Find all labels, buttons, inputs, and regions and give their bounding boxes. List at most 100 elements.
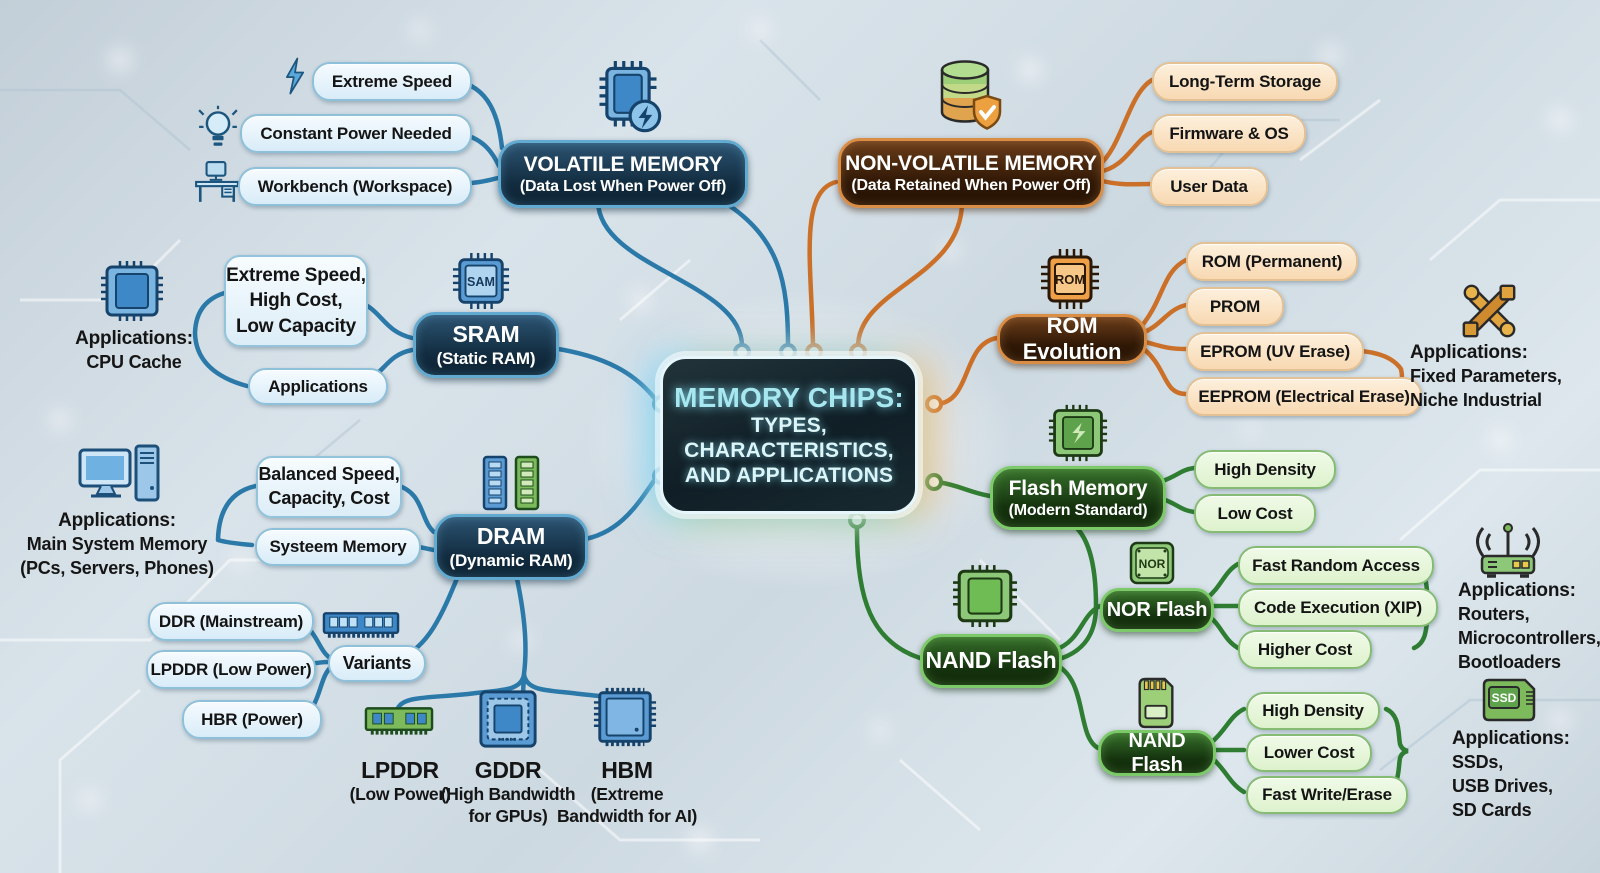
nand-chip-icon: [952, 564, 1018, 633]
flash-chip-icon: [1048, 402, 1108, 469]
lpddr-type-name: LPDDR: [361, 757, 439, 783]
volatile-memory-node: VOLATILE MEMORY (Data Lost When Power Of…: [498, 140, 748, 208]
sam-chip-icon: SAM: [452, 252, 510, 315]
hbm-type-name: HBM: [601, 757, 653, 783]
pill-sram-applications: Applications: [248, 368, 388, 405]
nand-flash-node: NAND Flash: [1098, 730, 1216, 776]
gddr-desc-line1: (High Bandwidth: [440, 784, 576, 804]
nonvolatile-subtitle: (Data Retained When Power Off): [851, 177, 1091, 194]
ram-module-green-icon: [364, 704, 434, 745]
sram-characteristics-box: Extreme Speed, High Cost, Low Capacity: [224, 255, 368, 347]
nand-applications-line3: SD Cards: [1452, 799, 1532, 820]
pill-workbench: Workbench (Workspace): [238, 167, 472, 206]
pill-high-density: High Density: [1194, 450, 1336, 489]
hbm-desc-line1: (Extreme: [590, 784, 664, 804]
hbm-type-desc: (Extreme Bandwidth for AI): [542, 783, 712, 828]
pill-firmware-os: Firmware & OS: [1152, 114, 1306, 153]
nor-applications-line2: Microcontrollers,: [1458, 627, 1600, 648]
sam-chip-label: SAM: [467, 275, 495, 289]
nand-applications-line1: SSDs,: [1452, 752, 1504, 773]
hbm-desc-line2: Bandwidth for AI): [556, 806, 698, 827]
sram-char-3: Low Capacity: [235, 315, 357, 337]
pill-fast-write-erase: Fast Write/Erase: [1246, 776, 1408, 814]
ssd-card-label: SSD: [1492, 691, 1517, 705]
nand-applications-line2: USB Drives,: [1452, 775, 1553, 796]
sram-applications-title: Applications:: [75, 328, 193, 349]
pill-lpddr: LPDDR (Low Power): [146, 650, 316, 689]
sram-char-1: Extreme Speed,: [226, 265, 366, 287]
center-title-line4: AND APPLICATIONS: [684, 463, 894, 487]
sd-card-icon: [1132, 674, 1180, 735]
database-shield-icon: [930, 56, 1004, 139]
dram-title: DRAM: [476, 523, 546, 549]
pill-nand-high-density: High Density: [1246, 692, 1380, 730]
sram-applications-text: Applications: CPU Cache: [50, 326, 218, 375]
desk-icon: [194, 160, 240, 211]
dram-applications-line1: Main System Memory: [26, 534, 208, 555]
nor-applications-line3: Bootloaders: [1458, 651, 1561, 672]
gddr-chip-icon: [477, 688, 539, 755]
nonvolatile-memory-node: NON-VOLATILE MEMORY (Data Retained When …: [838, 138, 1104, 208]
nor-chip-label: NOR: [1139, 557, 1166, 571]
ram-module-blue-icon: [322, 610, 400, 647]
lightning-icon: [281, 56, 309, 101]
pill-lower-cost: Lower Cost: [1246, 734, 1372, 772]
chip-bolt-icon: [592, 60, 664, 141]
cpu-chip-icon: [100, 260, 164, 327]
sram-node: SRAM (Static RAM): [413, 312, 559, 378]
nor-chip-icon: NOR: [1128, 540, 1176, 591]
pill-higher-cost: Higher Cost: [1238, 630, 1372, 669]
flash-subtitle: (Modern Standard): [1008, 502, 1148, 519]
lightbulb-icon: [198, 104, 238, 157]
pill-fast-random-access: Fast Random Access: [1238, 546, 1434, 585]
dram-applications-text: Applications: Main System Memory (PCs, S…: [14, 508, 220, 581]
ssd-card-icon: SSD: [1480, 676, 1538, 729]
pill-hbr: HBR (Power): [182, 700, 322, 739]
nor-flash-node: NOR Flash: [1100, 588, 1214, 632]
gddr-type-name: GDDR: [474, 757, 542, 783]
pill-extreme-speed: Extreme Speed: [312, 62, 472, 101]
center-topic-node: MEMORY CHIPS: TYPES, CHARACTERISTICS, AN…: [660, 356, 918, 514]
rom-title: ROM Evolution: [1022, 312, 1122, 364]
ram-sticks-icon: [478, 452, 544, 519]
rom-evolution-node: ROM Evolution: [997, 312, 1147, 364]
nor-applications-title: Applications:: [1458, 580, 1576, 601]
sram-char-2: High Cost,: [249, 290, 343, 312]
center-title-line3: CHARACTERISTICS,: [684, 439, 894, 463]
sram-subtitle: (Static RAM): [436, 348, 536, 368]
desktop-computer-icon: [78, 444, 162, 511]
pill-constant-power: Constant Power Needed: [240, 114, 472, 153]
nand-flash-hub-node: NAND Flash: [920, 634, 1062, 688]
rom-chip-icon: ROM: [1040, 248, 1100, 315]
pill-rom-permanent: ROM (Permanent): [1186, 242, 1358, 281]
dram-char-2: Capacity, Cost: [268, 488, 390, 508]
rom-chip-label: ROM: [1055, 272, 1085, 287]
dram-applications-line2: (PCs, Servers, Phones): [20, 557, 214, 578]
volatile-title: VOLATILE MEMORY: [523, 152, 723, 176]
gddr-type-desc: (High Bandwidth for GPUs): [438, 783, 578, 828]
dram-characteristics-box: Balanced Speed, Capacity, Cost: [256, 456, 402, 518]
rom-applications-line1: Fixed Parameters,: [1410, 366, 1562, 387]
center-title-line2: TYPES,: [751, 414, 827, 438]
pill-user-data: User Data: [1150, 167, 1268, 206]
nor-applications-line1: Routers,: [1458, 604, 1530, 625]
hbm-chip-icon: [592, 686, 658, 755]
pill-ddr: DDR (Mainstream): [148, 602, 314, 641]
nand-applications-text: Applications: SSDs, USB Drives, SD Cards: [1452, 726, 1600, 822]
dram-applications-title: Applications:: [58, 510, 176, 531]
nand-hub-title: NAND Flash: [925, 647, 1057, 674]
nonvolatile-title: NON-VOLATILE MEMORY: [845, 151, 1097, 175]
pill-eprom: EPROM (UV Erase): [1186, 332, 1364, 371]
dram-subtitle: (Dynamic RAM): [449, 550, 573, 570]
flash-title: Flash Memory: [1008, 476, 1148, 500]
pill-eeprom: EEPROM (Electrical Erase): [1186, 377, 1422, 416]
variants-label: Variants: [328, 645, 426, 682]
sram-title: SRAM: [452, 321, 520, 347]
router-icon: [1476, 516, 1540, 587]
pill-prom: PROM: [1186, 287, 1284, 326]
crossed-tools-icon: [1458, 280, 1520, 347]
dram-char-1: Balanced Speed,: [258, 464, 400, 485]
pill-system-memory: Systeem Memory: [255, 528, 421, 566]
rom-applications-title: Applications:: [1410, 342, 1528, 363]
nor-applications-text: Applications: Routers, Microcontrollers,…: [1458, 578, 1600, 674]
